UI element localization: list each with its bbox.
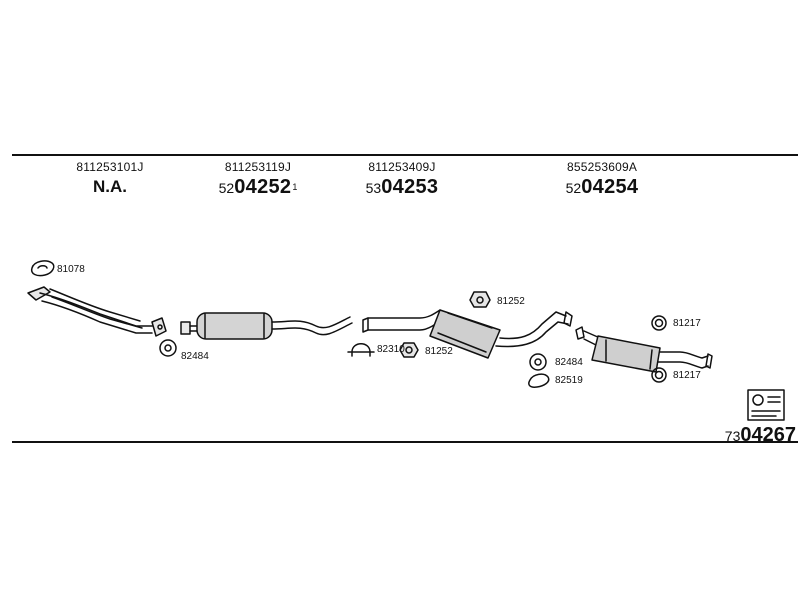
code-prefix: 52: [565, 180, 582, 196]
ring-icon: [529, 353, 547, 371]
part-label-clamp: 82310: [377, 344, 405, 355]
column-rear-muffler[interactable]: 855253609A 5204254: [522, 160, 682, 200]
ring-icon: [651, 367, 667, 383]
part-label-gasket: 81078: [57, 264, 85, 275]
ring-hole-icon: [534, 358, 542, 366]
ring-hole-icon: [654, 318, 664, 328]
not-available-label: N.A.: [93, 177, 127, 196]
ring-hole-icon: [164, 344, 172, 352]
ring-icon: [159, 339, 177, 357]
rear-muffler-drawing: [575, 326, 713, 373]
part-number: 855253609A: [566, 160, 638, 174]
kit-reference-code[interactable]: 7304267: [725, 424, 796, 447]
code-main: 04267: [740, 424, 796, 446]
order-code[interactable]: 5304253: [322, 176, 482, 200]
part-label-ring: 81217: [673, 370, 701, 381]
code-prefix: 53: [365, 180, 382, 196]
bottom-divider: [12, 441, 798, 443]
clamp-icon: [347, 343, 375, 357]
gasket-icon: [30, 260, 55, 277]
code-note: 1: [292, 182, 298, 192]
code-main: 04252: [234, 176, 292, 198]
part-label-ring: 81217: [673, 318, 701, 329]
code-main: 04253: [381, 176, 439, 198]
hanger-icon: [469, 291, 491, 308]
hanger-icon: [399, 342, 419, 358]
gasket-icon: [528, 373, 550, 388]
part-number: 811253101J: [76, 160, 144, 174]
code-main: 04254: [581, 176, 639, 198]
order-code[interactable]: 5204254: [522, 176, 682, 200]
part-label-ring: 82484: [555, 357, 583, 368]
ring-hole-icon: [654, 370, 664, 380]
front-muffler-drawing: [180, 312, 353, 340]
part-number: 811253119J: [224, 160, 292, 174]
front-pipe-drawing: [27, 286, 167, 337]
part-number: 811253409J: [368, 160, 436, 174]
column-middle-muffler[interactable]: 811253409J 5304253: [322, 160, 482, 200]
order-code[interactable]: 52042521: [178, 176, 338, 200]
code-prefix: 73: [724, 428, 741, 444]
column-front-pipe: 811253101J N.A.: [30, 160, 190, 198]
ring-icon: [651, 315, 667, 331]
part-label-hanger: 81252: [425, 346, 453, 357]
part-label-hanger: 81252: [497, 296, 525, 307]
part-label-gasket: 82519: [555, 375, 583, 386]
middle-muffler-drawing: [362, 309, 573, 359]
column-front-muffler[interactable]: 811253119J 52042521: [178, 160, 338, 200]
part-label-ring: 82484: [181, 351, 209, 362]
kit-box-icon: [747, 389, 785, 421]
code-prefix: 52: [218, 180, 235, 196]
top-divider: [12, 154, 798, 156]
